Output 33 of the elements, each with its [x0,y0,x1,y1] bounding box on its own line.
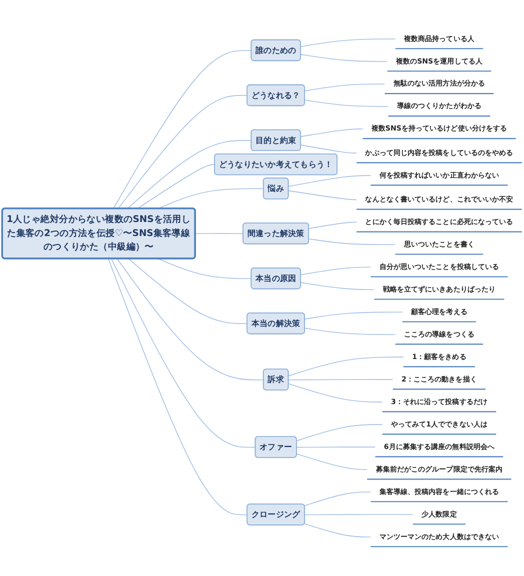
connector [304,84,386,92]
connector [288,356,404,376]
connector [308,238,396,246]
connector [128,258,248,324]
connector [300,54,388,62]
connector [127,140,252,210]
connector [158,258,252,280]
connector [137,164,216,210]
connector [110,258,256,448]
connector [304,514,414,516]
connector [300,128,364,137]
connector [118,95,248,210]
connector [308,222,357,229]
connector [300,144,357,154]
connector [113,50,252,210]
connector [116,258,264,380]
connector [304,328,396,335]
connector [194,233,244,234]
connector [296,446,376,448]
connector [288,175,372,187]
connector [296,453,368,470]
connector [288,383,383,402]
connector [288,379,394,380]
connector [300,282,375,290]
connector [304,523,372,538]
connector [304,492,372,506]
connector [108,258,248,516]
connector [304,312,403,320]
connector [288,190,357,200]
connector [300,266,372,276]
connector [296,424,383,442]
connector [304,100,389,107]
connector [300,38,396,48]
